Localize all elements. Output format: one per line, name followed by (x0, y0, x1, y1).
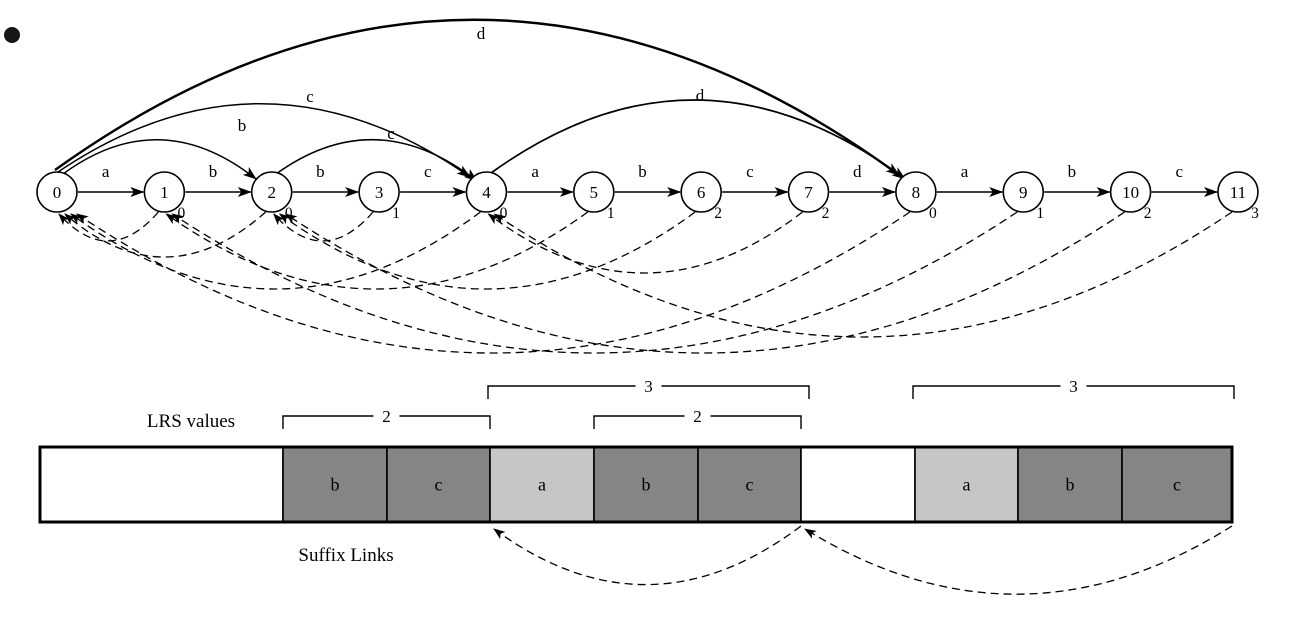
external-transition-label: c (306, 87, 314, 106)
state-node-1 (143, 171, 186, 213)
lrs-bracket (593, 415, 802, 429)
array-cell (489, 446, 595, 523)
lrs-bracket-label: 2 (693, 407, 702, 426)
state-node-label: 0 (53, 183, 62, 202)
suffix-link-arc (76, 211, 911, 354)
transition-label: a (961, 162, 969, 181)
external-transition-arc (57, 103, 471, 178)
external-transition-arc (490, 99, 906, 180)
array-cell-letter: c (435, 475, 443, 495)
external-transition-arc (62, 139, 257, 180)
array-cell-letter: b (331, 475, 340, 495)
suffix-link-arc (493, 211, 1233, 338)
state-node-5 (572, 171, 615, 213)
external-transition-label: c (387, 124, 395, 143)
lrs-bracket-label: 3 (644, 377, 653, 396)
state-node-label: 5 (590, 183, 599, 202)
array-cell (593, 446, 699, 523)
transition-label: c (746, 162, 754, 181)
state-node-label: 10 (1122, 183, 1139, 202)
transition-label: b (638, 162, 647, 181)
array-cell (386, 446, 491, 523)
state-node-2 (250, 171, 293, 213)
suffix-link-arc (487, 211, 803, 274)
lrs-bracket (282, 415, 491, 429)
lrs-value: 2 (714, 205, 722, 222)
suffix-link-arc (70, 211, 481, 290)
state-node-3 (358, 171, 400, 213)
lrs-value: 0 (285, 205, 293, 222)
scan-artifact (4, 27, 20, 43)
array-suffix-link-arc (493, 525, 802, 586)
state-node-8 (895, 171, 937, 213)
transition-label: c (1176, 162, 1184, 181)
state-node-label: 11 (1230, 183, 1246, 202)
array-suffix-link-arc (804, 525, 1233, 595)
array-cell-letter: a (963, 475, 971, 495)
lrs-value: 3 (1251, 205, 1259, 222)
state-node-label: 1 (160, 183, 169, 202)
array-cell (282, 446, 388, 523)
suffix-link-arc (165, 211, 589, 290)
lrs-bracket-label: 2 (382, 407, 391, 426)
lrs-value: 1 (607, 205, 615, 222)
state-node-6 (680, 171, 722, 213)
transition-label: b (316, 162, 325, 181)
lrs-bracket-label: 3 (1069, 377, 1078, 396)
lrs-value: 2 (1144, 205, 1152, 222)
array-cell (1017, 446, 1123, 523)
array-cell-letter: b (642, 475, 651, 495)
state-node-label: 9 (1019, 183, 1028, 202)
external-transition-label: d (696, 86, 705, 105)
state-node-label: 2 (267, 183, 276, 202)
transition-label: a (531, 162, 539, 181)
array-cell-letter: c (746, 475, 754, 495)
lrs-bracket (912, 385, 1235, 399)
state-node-7 (787, 171, 830, 213)
state-node-label: 4 (482, 183, 491, 202)
state-node-label: 6 (697, 183, 706, 202)
lrs-value: 0 (177, 205, 185, 222)
lrs-value: 0 (929, 205, 937, 222)
array-cell (39, 446, 284, 523)
lrs-bracket (487, 385, 810, 399)
transition-label: a (102, 162, 110, 181)
suffix-link-arc (64, 211, 267, 258)
lrs-value: 1 (392, 205, 400, 222)
transition-label: c (424, 162, 432, 181)
array-cell (914, 446, 1019, 523)
suffix-link-arc (171, 211, 1018, 354)
lrs-value: 2 (822, 205, 830, 222)
array-cell-letter: c (1173, 475, 1181, 495)
state-node-label: 8 (912, 183, 921, 202)
state-node-4 (465, 171, 508, 213)
lrs-value: 1 (1036, 205, 1044, 222)
external-transition-label: d (477, 24, 486, 43)
state-node-label: 7 (804, 183, 813, 202)
array-outline (38, 445, 1234, 524)
transition-label: d (853, 162, 862, 181)
suffix-link-arc (273, 211, 374, 242)
array-cell-letter: b (1066, 475, 1075, 495)
state-node-11 (1217, 171, 1259, 213)
lrs-values-caption: LRS values (146, 411, 236, 432)
state-node-9 (1002, 171, 1045, 213)
suffix-link-arc (284, 211, 1125, 354)
state-node-label: 3 (375, 183, 384, 202)
external-transition-arc (275, 139, 478, 182)
transition-label: b (1068, 162, 1077, 181)
transition-label: b (209, 162, 218, 181)
array-cell-letter: a (538, 475, 546, 495)
suffix-link-arc (58, 211, 159, 242)
external-transition-arc (54, 18, 900, 176)
state-node-0 (36, 171, 78, 213)
external-transition-label: b (238, 116, 247, 135)
array-cell (800, 446, 916, 523)
lrs-value: 0 (500, 205, 508, 222)
state-node-10 (1109, 171, 1152, 213)
suffix-links-caption: Suffix Links (298, 545, 394, 566)
suffix-link-arc (278, 211, 696, 290)
